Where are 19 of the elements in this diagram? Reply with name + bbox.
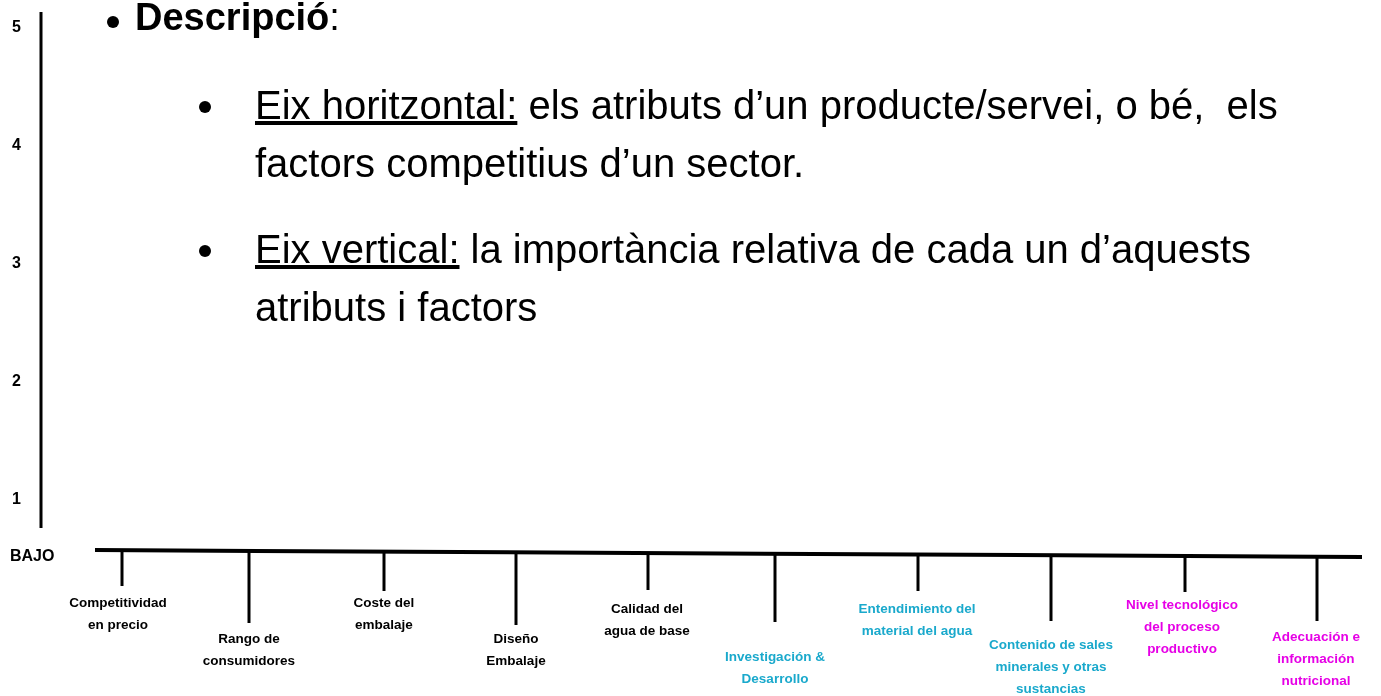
bullet-text: Eix horitzontal: els atributs d’un producte/servei, o bé, els factors competitius d’un sector. (255, 82, 1279, 187)
axis-tick-label: 2 (12, 372, 21, 390)
heading: Descripció: (135, 0, 340, 39)
axis-tick-label: 5 (12, 18, 21, 36)
axis-label: Investigación & Desarrollo (724, 648, 826, 688)
axis-label: Adecuación e información nutricional (1271, 628, 1361, 690)
axis-tick-label: 4 (12, 136, 21, 154)
axis-label: Diseño Embalaje (485, 630, 547, 670)
bullet-text: Eix vertical: la importància relativa de cada un d’aquests atributs i factors (255, 226, 1253, 331)
axis-tick-label: 1 (12, 490, 21, 508)
axis-label: Contenido de sales minerales y otras sustancias (988, 636, 1114, 696)
axis-label: BAJO (10, 547, 55, 565)
axis-label: Nivel tecnológico del proceso productivo (1125, 596, 1239, 658)
axis-tick-label: 3 (12, 254, 21, 272)
axis-label: Calidad del agua de base (603, 600, 691, 640)
axis-label: Rango de consumidores (201, 630, 297, 670)
axis-label: Entendimiento del material del agua (857, 600, 977, 640)
axis-label: Coste del embalaje (352, 594, 416, 634)
axis-label: Competitividad en precio (68, 594, 168, 634)
